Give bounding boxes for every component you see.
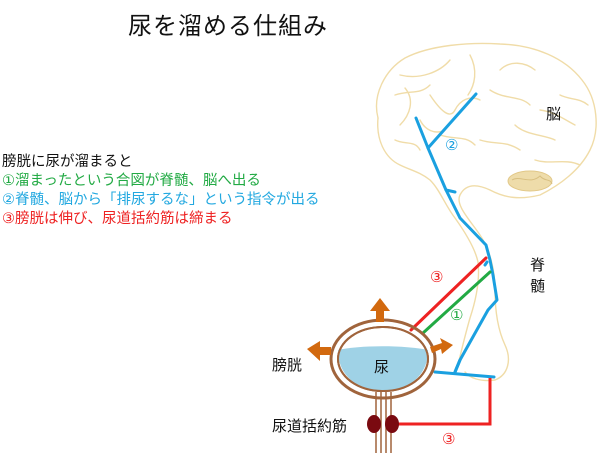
afferent-marker: ① — [450, 306, 464, 324]
bladder-label: 膀胱 — [272, 356, 303, 374]
sphincter-illustration — [367, 415, 399, 433]
afferent-signal-line — [421, 270, 492, 335]
brain-signal-pathway — [414, 92, 499, 379]
efferent-sphincter-line — [396, 378, 492, 426]
brain-label: 脳 — [546, 105, 562, 123]
efferent-bladder-marker: ③ — [430, 268, 444, 286]
step-1-text: ①溜まったという合図が脊髄、脳へ出る — [2, 173, 261, 189]
arrow-up-icon — [370, 298, 390, 322]
brain-illustration — [375, 42, 597, 382]
bladder-illustration — [329, 318, 437, 453]
spinal-cord-label: 脊 髄 — [530, 256, 546, 295]
cerebellum-shape — [507, 170, 553, 192]
efferent-sphincter-marker: ③ — [442, 430, 456, 448]
step-3-text: ③膀胱は伸び、尿道括約筋は締まる — [2, 211, 233, 227]
urine-label: 尿 — [374, 358, 390, 376]
brain-signal-marker: ② — [445, 136, 459, 154]
efferent-bladder-line — [409, 256, 488, 332]
arrow-right-icon — [430, 338, 453, 354]
sphincter-label: 尿道括約筋 — [272, 417, 348, 435]
page-title: 尿を溜める仕組み — [128, 12, 328, 40]
explanation-text: 膀胱に尿が溜まると ①溜まったという合図が脊髄、脳へ出る ②脊髄、脳から「排尿す… — [2, 153, 320, 229]
expansion-arrows — [307, 298, 453, 361]
step-2-text: ②脊髄、脳から「排尿するな」という指令が出る — [2, 192, 320, 208]
intro-text: 膀胱に尿が溜まると — [2, 154, 133, 170]
arrow-left-icon — [307, 341, 331, 361]
